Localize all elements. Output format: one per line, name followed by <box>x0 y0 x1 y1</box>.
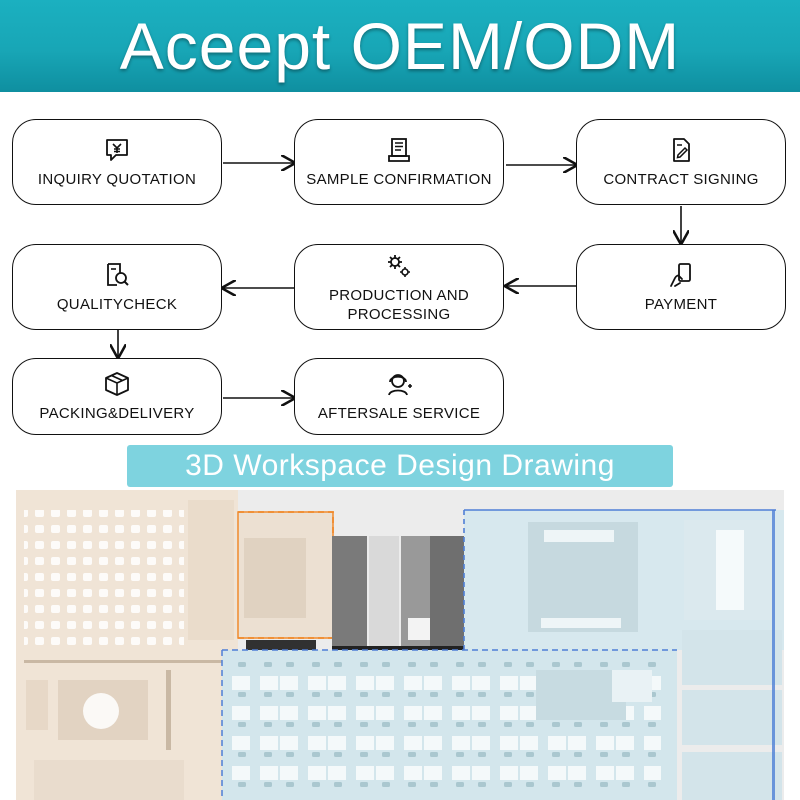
headset-service-icon <box>388 374 412 396</box>
step-packing-delivery: PACKING&DELIVERY <box>12 358 222 435</box>
header-banner: Aceept OEM/ODM <box>0 0 800 92</box>
floor-plan-image <box>16 490 784 800</box>
section-title: 3D Workspace Design Drawing <box>185 449 615 482</box>
floor-plan-drawing <box>16 490 784 800</box>
step-inquiry-quotation: INQUIRY QUOTATION <box>12 119 222 205</box>
search-document-icon <box>107 262 129 286</box>
step-label: SAMPLE CONFIRMATION <box>306 170 492 188</box>
step-label: QUALITYCHECK <box>56 295 178 313</box>
page-title: Aceept OEM/ODM <box>119 9 681 83</box>
step-contract-signing: CONTRACT SIGNING <box>576 119 786 205</box>
yen-chat-icon <box>106 138 128 161</box>
step-label: PAYMENT <box>644 295 718 313</box>
step-production-processing: PRODUCTION AND PROCESSING <box>294 244 504 330</box>
gears-icon <box>388 255 410 277</box>
step-label: PRODUCTION AND PROCESSING <box>328 287 470 323</box>
hand-card-icon <box>670 262 691 287</box>
step-sample-confirmation: SAMPLE CONFIRMATION <box>294 119 504 205</box>
contract-pen-icon <box>673 137 690 162</box>
step-aftersale-service: AFTERSALE SERVICE <box>294 358 504 435</box>
step-label: AFTERSALE SERVICE <box>317 405 481 422</box>
step-label: PACKING&DELIVERY <box>39 405 195 422</box>
document-stack-icon <box>388 137 410 162</box>
step-quality-check: QUALITYCHECK <box>12 244 222 330</box>
step-payment: PAYMENT <box>576 244 786 330</box>
step-label: CONTRACT SIGNING <box>603 170 759 188</box>
step-label: INQUIRY QUOTATION <box>37 170 197 188</box>
box-icon <box>105 372 129 396</box>
section-heading: 3D Workspace Design Drawing <box>127 445 673 487</box>
